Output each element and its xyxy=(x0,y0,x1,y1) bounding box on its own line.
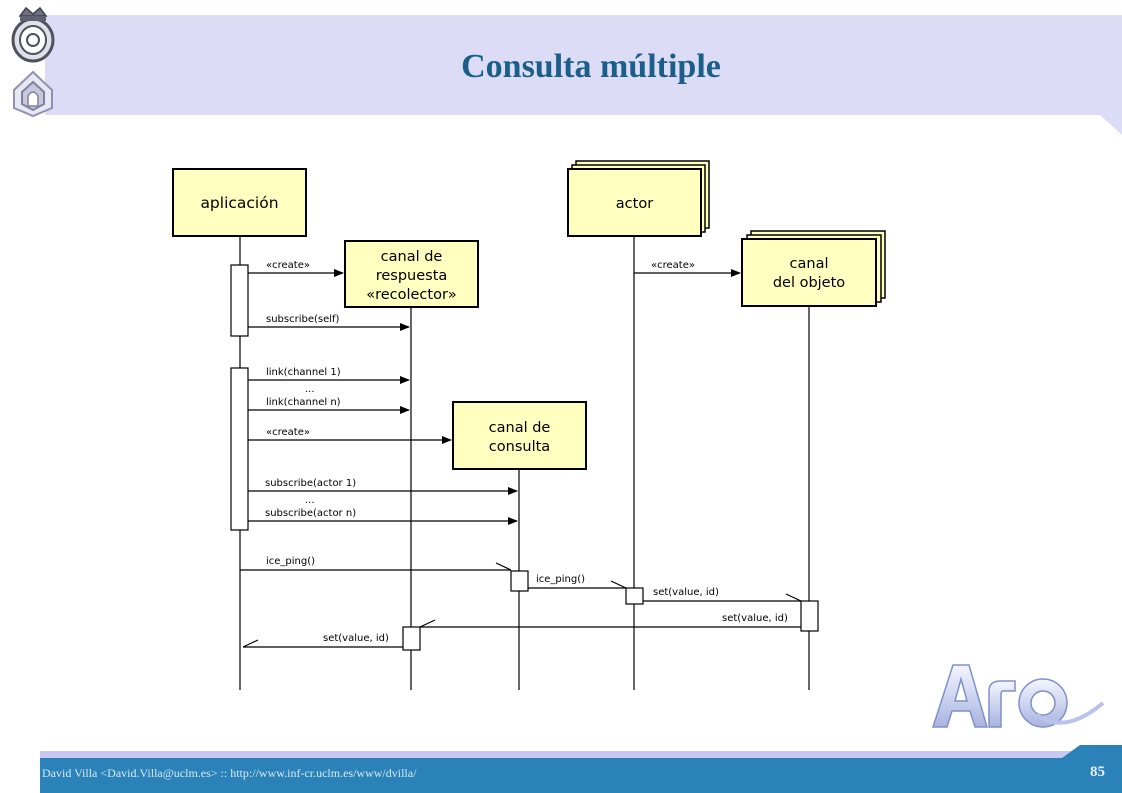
svg-text:canal: canal xyxy=(790,256,829,272)
label-create-1: «create» xyxy=(266,260,310,271)
label-subscribe-actor-n: subscribe(actor n) xyxy=(265,508,356,519)
svg-text:respuesta: respuesta xyxy=(376,268,448,284)
label-create-2: «create» xyxy=(266,427,310,438)
footer-bar xyxy=(40,758,1122,793)
participant-canal-consulta: canal de consulta xyxy=(452,401,587,470)
slide-title: Consulta múltiple xyxy=(461,48,721,85)
activation-objeto xyxy=(800,600,819,632)
label-set-3: set(value, id) xyxy=(323,633,389,644)
university-seal-icon xyxy=(11,6,55,63)
activation-aplicacion-2 xyxy=(230,367,249,531)
title-band xyxy=(45,15,1122,115)
label-link-n: link(channel n) xyxy=(266,397,341,408)
label-subscribe-actor-1: subscribe(actor 1) xyxy=(265,478,356,489)
label-set-2: set(value, id) xyxy=(722,613,788,624)
svg-text:consulta: consulta xyxy=(489,439,550,455)
label-dots-2: ... xyxy=(305,495,315,506)
activation-recolector xyxy=(402,626,421,651)
page-number: 85 xyxy=(1090,764,1105,780)
svg-text:del objeto: del objeto xyxy=(773,275,845,291)
label-set-1: set(value, id) xyxy=(653,587,719,598)
participant-aplicacion: aplicación xyxy=(172,168,307,237)
svg-text:canal de: canal de xyxy=(381,249,443,265)
participant-canal-objeto: canal del objeto xyxy=(741,230,886,307)
svg-text:aplicación: aplicación xyxy=(200,194,278,212)
participant-actor: actor xyxy=(567,160,710,237)
sequence-diagram: aplicación canal de respuesta «recolecto… xyxy=(172,160,886,690)
footer-author: David Villa <David.Villa@uclm.es> :: htt… xyxy=(42,766,417,780)
label-ice-ping-1: ice_ping() xyxy=(266,556,315,567)
svg-text:actor: actor xyxy=(616,196,653,212)
activation-consulta xyxy=(510,570,529,592)
activation-actor xyxy=(625,587,644,605)
activation-aplicacion-1 xyxy=(230,264,249,337)
label-ice-ping-2: ice_ping() xyxy=(536,574,585,585)
footer-line xyxy=(40,751,1095,758)
label-create-3: «create» xyxy=(651,260,695,271)
crest-icon xyxy=(13,70,53,118)
svg-text:canal de: canal de xyxy=(489,420,551,436)
svg-text:«recolector»: «recolector» xyxy=(366,287,457,303)
arco-logo-icon xyxy=(931,664,1105,728)
label-dots-1: ... xyxy=(305,384,315,395)
participant-canal-respuesta: canal de respuesta «recolector» xyxy=(344,240,479,308)
label-link-1: link(channel 1) xyxy=(266,367,341,378)
footer-tab-block xyxy=(1080,745,1122,758)
label-subscribe-self: subscribe(self) xyxy=(266,314,340,325)
footer-tab xyxy=(1062,745,1080,758)
title-band-corner xyxy=(1100,115,1122,135)
